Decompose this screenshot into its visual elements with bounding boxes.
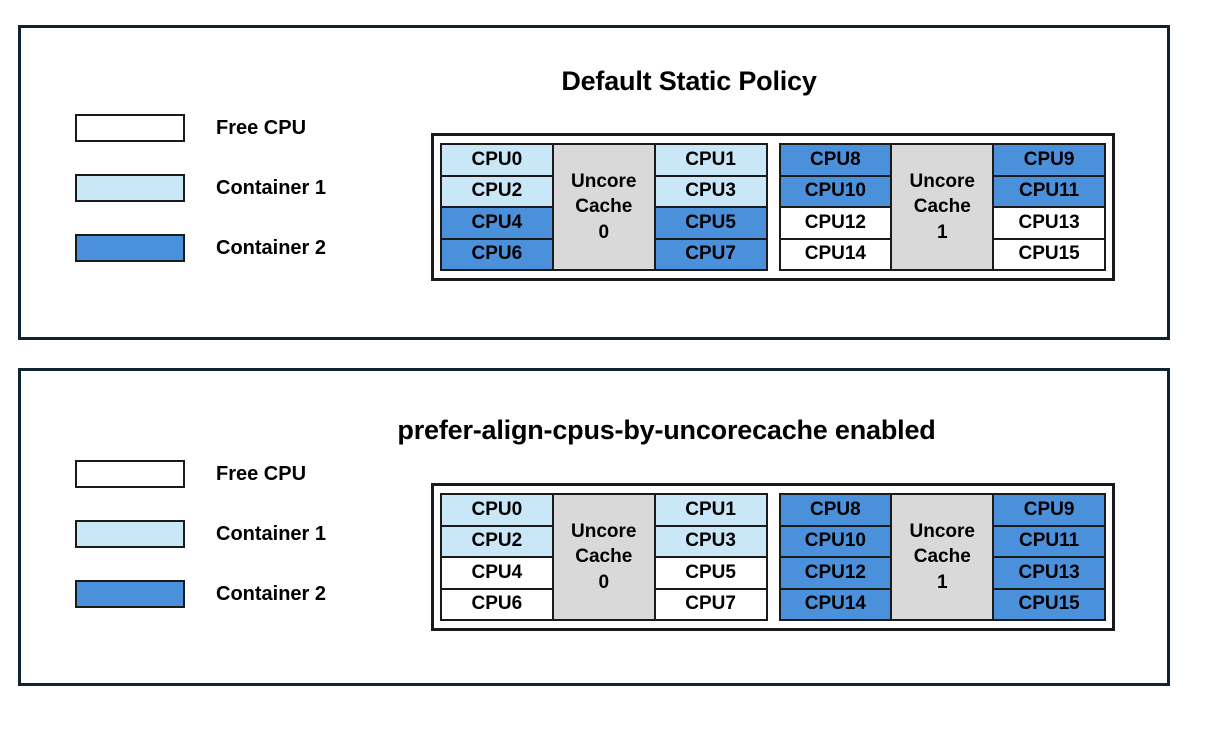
legend-label-container-1: Container 1 [216,176,327,199]
cpu-column-left: CPU0 CPU2 CPU4 CPU6 [442,495,552,619]
uncore-cache-label-line1: Uncore [909,521,975,543]
uncore-cache-index: 1 [936,571,948,593]
legend: Free CPU Container 1 Container 2 [75,113,326,263]
cache-group-0: CPU0 CPU2 CPU4 CPU6 Uncore Cache 0 CPU1 … [440,143,768,271]
legend-swatch-free-cpu [75,460,185,488]
cpu-cell: CPU7 [655,239,766,269]
uncore-cache-label-line2: Cache [575,546,633,568]
cpu-cell: CPU4 [442,208,552,240]
cpu-cell: CPU1 [655,495,766,527]
panel-prefer-align-cpus-by-uncorecache: prefer-align-cpus-by-uncorecache enabled… [18,368,1170,686]
page-title: Default Static Policy [561,66,817,96]
cpu-column-left: CPU8 CPU10 CPU12 CPU14 [780,145,891,269]
legend-item-container-1: Container 1 [75,519,326,549]
cpu-cell: CPU9 [994,495,1104,527]
cpu-cell: CPU0 [442,495,552,527]
cpu-cell: CPU2 [442,176,552,208]
cpu-cell: CPU8 [780,145,891,177]
cpu-column-left: CPU8 CPU10 CPU12 CPU14 [780,495,891,619]
cpu-cell: CPU4 [442,558,552,590]
cpu-cell: CPU10 [780,526,891,558]
legend-swatch-free-cpu [75,114,185,142]
legend-swatch-container-1 [75,174,185,202]
uncore-cache-index: 0 [598,571,610,593]
legend-label-free-cpu: Free CPU [216,462,307,485]
cpu-cell: CPU15 [994,589,1104,619]
cpu-cell: CPU5 [655,558,766,590]
cache-group-1: CPU8 CPU10 CPU12 CPU14 Uncore Cache 1 CP… [778,143,1106,271]
cpu-cell: CPU13 [994,208,1104,240]
cpu-cell: CPU8 [780,495,891,527]
cpu-cell: CPU15 [994,239,1104,269]
legend-item-free-cpu: Free CPU [75,459,326,489]
cache-group-1: CPU8 CPU10 CPU12 CPU14 Uncore Cache 1 CP… [778,493,1106,621]
uncore-cache-box: Uncore Cache 1 [890,145,995,269]
uncore-cache-label-line2: Cache [913,546,971,568]
legend-swatch-container-2 [75,580,185,608]
cpu-cell: CPU3 [655,526,766,558]
uncore-cache-index: 0 [598,221,610,243]
legend: Free CPU Container 1 Container 2 [75,459,326,609]
legend-label-container-2: Container 2 [216,582,327,605]
uncore-cache-box: Uncore Cache 1 [890,495,995,619]
legend-item-free-cpu: Free CPU [75,113,326,143]
cpu-column-right: CPU1 CPU3 CPU5 CPU7 [655,145,766,269]
page-title: prefer-align-cpus-by-uncorecache enabled [397,415,936,445]
uncore-cache-label-line1: Uncore [909,171,975,193]
uncore-cache-index: 1 [936,221,948,243]
cpu-cell: CPU2 [442,526,552,558]
cpu-cell: CPU6 [442,589,552,619]
uncore-cache-label-line1: Uncore [571,171,637,193]
cpu-cell: CPU14 [780,589,891,619]
legend-label-container-2: Container 2 [216,236,327,259]
cpu-cell: CPU3 [655,176,766,208]
cpu-cell: CPU7 [655,589,766,619]
cache-group-0: CPU0 CPU2 CPU4 CPU6 Uncore Cache 0 CPU1 … [440,493,768,621]
cpu-cell: CPU5 [655,208,766,240]
cpu-cell: CPU1 [655,145,766,177]
legend-item-container-2: Container 2 [75,579,326,609]
legend-item-container-1: Container 1 [75,173,326,203]
cpu-cell: CPU6 [442,239,552,269]
cpu-cell: CPU9 [994,145,1104,177]
uncore-cache-box: Uncore Cache 0 [551,495,656,619]
cpu-column-right: CPU9 CPU11 CPU13 CPU15 [994,495,1104,619]
legend-item-container-2: Container 2 [75,233,326,263]
cpu-cell: CPU13 [994,558,1104,590]
cpu-cell: CPU11 [994,526,1104,558]
legend-swatch-container-1 [75,520,185,548]
uncore-cache-box: Uncore Cache 0 [551,145,656,269]
cpu-cell: CPU11 [994,176,1104,208]
uncore-cache-label-line2: Cache [913,196,971,218]
cpu-column-left: CPU0 CPU2 CPU4 CPU6 [442,145,552,269]
legend-label-container-1: Container 1 [216,522,327,545]
panel-default-static-policy: Default Static Policy Free CPU Container… [18,25,1170,340]
cpu-cell: CPU12 [780,208,891,240]
uncore-cache-label-line2: Cache [575,196,633,218]
cpu-topology-diagram: CPU0 CPU2 CPU4 CPU6 Uncore Cache 0 CPU1 … [431,133,1115,281]
cpu-cell: CPU10 [780,176,891,208]
legend-label-free-cpu: Free CPU [216,116,307,139]
cpu-topology-diagram: CPU0 CPU2 CPU4 CPU6 Uncore Cache 0 CPU1 … [431,483,1115,631]
cpu-column-right: CPU1 CPU3 CPU5 CPU7 [655,495,766,619]
cpu-column-right: CPU9 CPU11 CPU13 CPU15 [994,145,1104,269]
cpu-cell: CPU14 [780,239,891,269]
cpu-cell: CPU12 [780,558,891,590]
cpu-cell: CPU0 [442,145,552,177]
legend-swatch-container-2 [75,234,185,262]
uncore-cache-label-line1: Uncore [571,521,637,543]
